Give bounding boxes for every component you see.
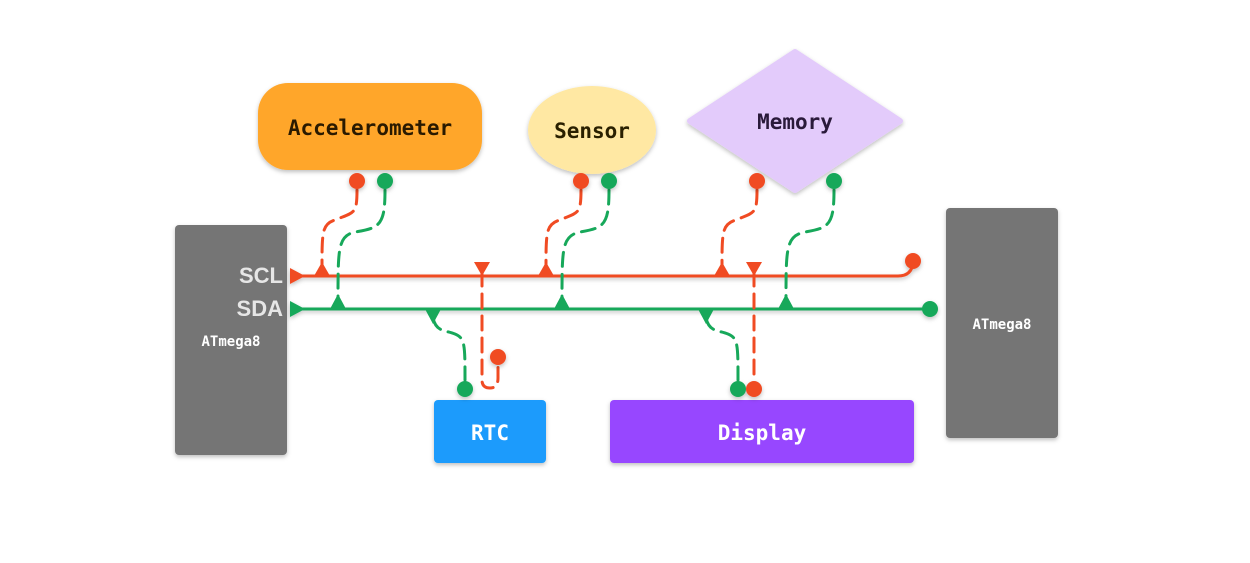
rtc-label: RTC <box>471 421 509 445</box>
memory-scl-arrow <box>714 262 730 276</box>
rtc-scl-arrow <box>474 262 490 276</box>
left-mcu-label: ATmega8 <box>201 334 260 350</box>
sensor-sda-pin[interactable] <box>601 173 617 189</box>
left-scl-pin-label: SCL <box>239 263 283 288</box>
memory-sda-arrow <box>778 294 794 309</box>
memory-scl-pin[interactable] <box>749 173 765 189</box>
sensor-node[interactable] <box>528 86 656 174</box>
left-sda-pin-label: SDA <box>237 296 284 321</box>
accelerometer-scl-link <box>320 188 359 270</box>
sensor-scl-arrow <box>538 262 554 276</box>
right-mcu-block[interactable] <box>946 208 1058 438</box>
rtc-sda-pin[interactable] <box>457 381 473 397</box>
accelerometer-sda-link <box>336 188 387 302</box>
rtc-scl-pin[interactable] <box>490 349 506 365</box>
rtc-sda-arrow <box>425 309 441 324</box>
display-scl-pin[interactable] <box>746 381 762 397</box>
sensor-label: Sensor <box>554 119 630 143</box>
scl-bus-line[interactable] <box>292 261 915 278</box>
left-mcu-block[interactable] <box>175 225 287 455</box>
sensor-sda-arrow <box>554 294 570 309</box>
rtc-scl-link <box>480 270 500 390</box>
display-label: Display <box>718 421 807 445</box>
sensor-scl-link <box>544 188 583 270</box>
accelerometer-label: Accelerometer <box>288 116 452 140</box>
accelerometer-scl-pin[interactable] <box>349 173 365 189</box>
display-sda-link <box>704 316 740 382</box>
accelerometer-node[interactable] <box>258 83 482 170</box>
scl-start-arrow <box>290 268 305 284</box>
rtc-sda-link <box>431 316 467 382</box>
accelerometer-sda-pin[interactable] <box>377 173 393 189</box>
memory-label: Memory <box>757 110 833 134</box>
memory-sda-link <box>784 188 836 302</box>
scl-end-dot <box>905 253 921 269</box>
display-sda-arrow <box>698 309 714 324</box>
memory-node[interactable] <box>687 49 903 193</box>
sda-end-dot <box>922 301 938 317</box>
accelerometer-sda-arrow <box>330 294 346 309</box>
sensor-scl-pin[interactable] <box>573 173 589 189</box>
accelerometer-scl-arrow <box>314 262 330 276</box>
memory-scl-link <box>720 188 759 270</box>
memory-sda-pin[interactable] <box>826 173 842 189</box>
sda-start-arrow <box>290 301 305 317</box>
sensor-sda-link <box>560 188 611 302</box>
display-node[interactable] <box>610 400 914 463</box>
display-sda-pin[interactable] <box>730 381 746 397</box>
right-mcu-label: ATmega8 <box>972 317 1031 333</box>
display-scl-arrow <box>746 262 762 276</box>
rtc-node[interactable] <box>434 400 546 463</box>
